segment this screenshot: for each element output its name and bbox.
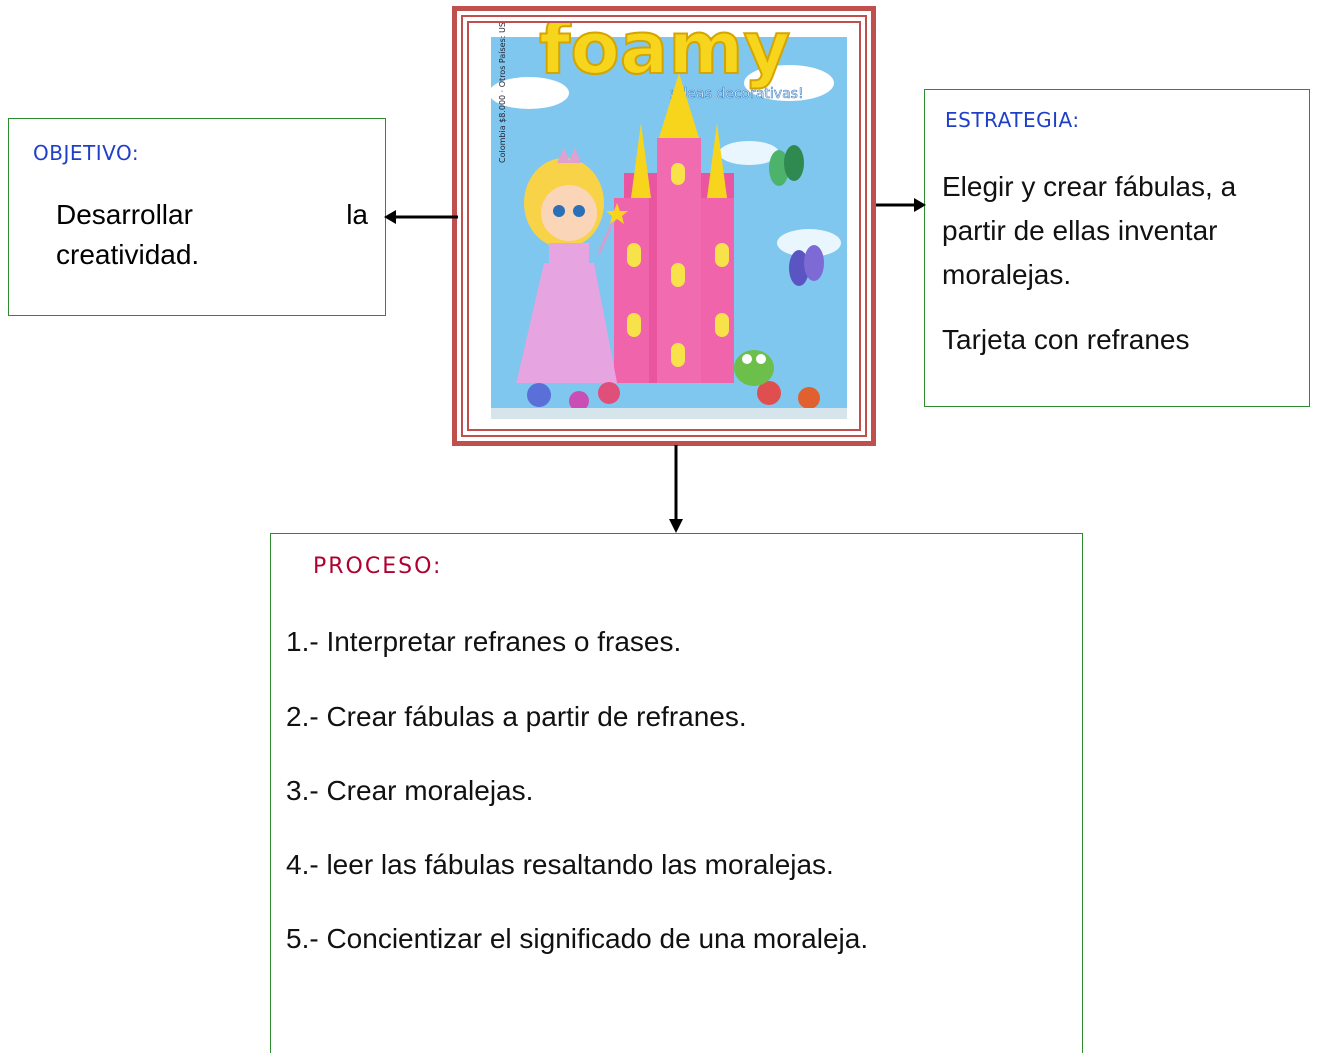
proceso-step-4: 4.- leer las fábulas resaltando las mora… [286, 849, 834, 880]
estrategia-paragraph-2: Tarjeta con refranes [942, 324, 1190, 355]
objetivo-title: OBJETIVO: [33, 141, 140, 165]
proceso-step-1: 1.- Interpretar refranes o frases. [286, 626, 682, 657]
arrow-to-proceso [669, 445, 683, 533]
estrategia-paragraph-1: Elegir y crear fábulas, a partir de ella… [942, 171, 1237, 290]
arrow-to-objetivo [384, 210, 458, 224]
proceso-title: PROCESO: [313, 554, 443, 579]
proceso-step-5: 5.- Concientizar el significado de una m… [286, 923, 869, 954]
objetivo-line-1: Desarrollar la [56, 199, 368, 231]
proceso-step-3: 3.- Crear moralejas. [286, 775, 534, 806]
magazine-cover-illustration: foamy ¡ideas decorativas! Colombia $8.00… [469, 23, 855, 425]
objetivo-word-1: Desarrollar [56, 199, 193, 230]
cover-image-frame: foamy ¡ideas decorativas! Colombia $8.00… [452, 6, 876, 446]
cover-brand: foamy [539, 23, 790, 90]
objetivo-line-2: creatividad. [56, 239, 200, 270]
frame-inner-border [461, 15, 867, 437]
proceso-step-2: 2.- Crear fábulas a partir de refranes. [286, 701, 747, 732]
estrategia-title: ESTRATEGIA: [945, 108, 1080, 132]
arrow-to-estrategia [876, 198, 926, 212]
proceso-box: PROCESO: 1.- Interpretar refranes o fras… [270, 533, 1083, 1053]
objetivo-word-2: la [346, 199, 368, 230]
cover-subtitle: ¡ideas decorativas! [669, 86, 804, 102]
cover-side-text: Colombia $8.000 · Otros Países: US $3.50 [498, 23, 507, 163]
objetivo-box: OBJETIVO: Desarrollar la creatividad. [8, 118, 386, 316]
estrategia-box: ESTRATEGIA: Elegir y crear fábulas, a pa… [924, 89, 1310, 407]
cover-image: foamy ¡ideas decorativas! Colombia $8.00… [467, 21, 861, 431]
